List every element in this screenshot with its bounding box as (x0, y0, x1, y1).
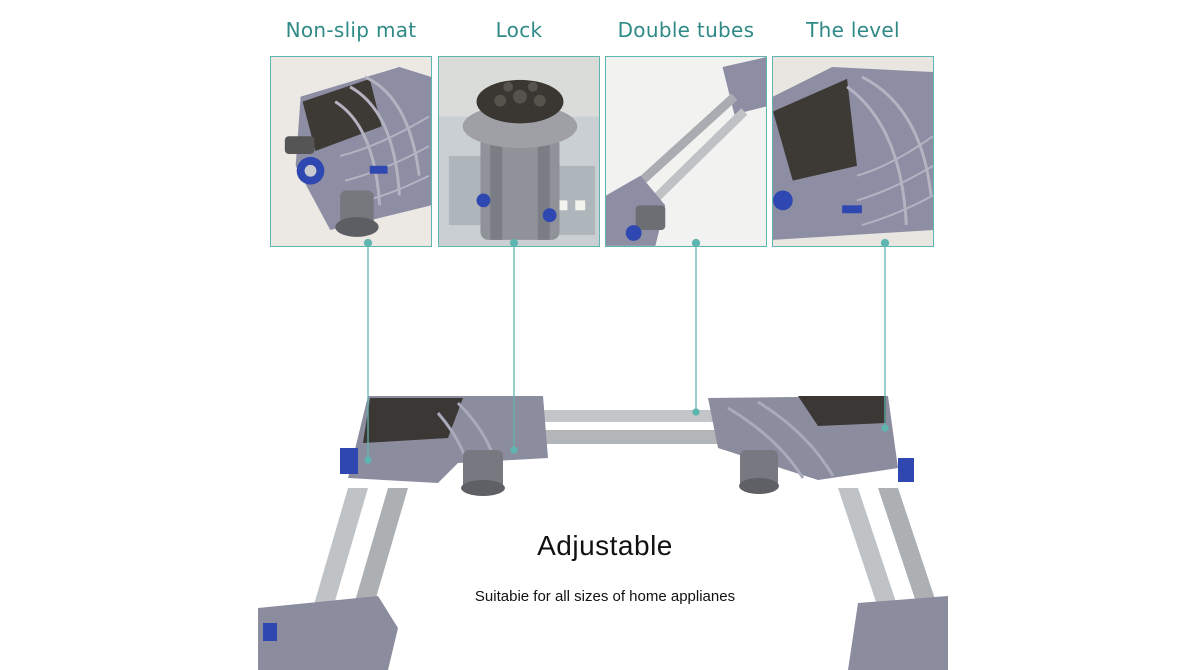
feature-title-non-slip-mat: Non-slip mat (285, 18, 417, 42)
feature-title-the-level: The level (806, 18, 900, 42)
washer-base-stand-photo (258, 396, 948, 670)
feature-panel-non-slip-mat (270, 56, 432, 247)
feature-panel-double-tubes (605, 56, 767, 247)
leveling-pad-photo (773, 57, 933, 246)
product-subline: Suitabie for all sizes of home applianes (474, 588, 736, 605)
feature-title-lock: Lock (495, 18, 543, 42)
product-headline: Adjustable (537, 530, 673, 561)
non-slip-mat-photo (271, 57, 431, 246)
feature-title-double-tubes: Double tubes (617, 18, 755, 42)
lock-foot-photo (439, 57, 599, 246)
feature-panel-lock (438, 56, 600, 247)
feature-panel-the-level (772, 56, 934, 247)
double-tubes-photo (606, 57, 766, 246)
